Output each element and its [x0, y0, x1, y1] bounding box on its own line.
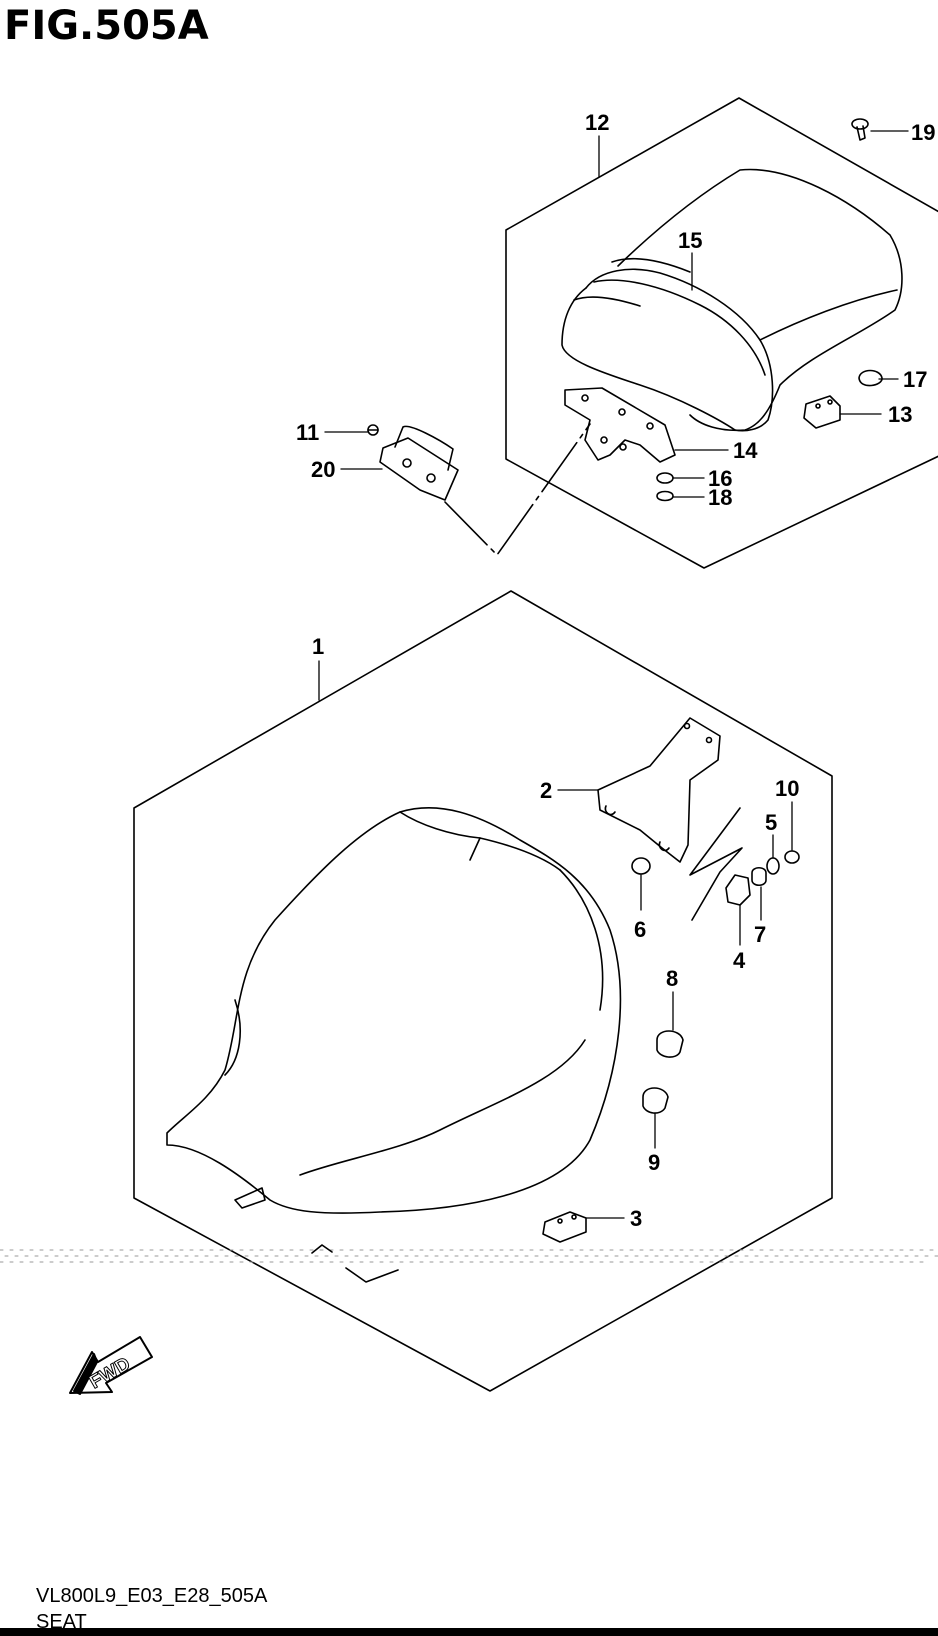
callout-10: 10 — [775, 776, 799, 801]
pillion-group-outline — [505, 97, 938, 569]
callout-15: 15 — [678, 228, 702, 253]
callout-16: 16 — [708, 466, 732, 491]
callout-17: 17 — [903, 367, 927, 392]
callout-8: 8 — [666, 966, 678, 991]
callout-2: 2 — [540, 778, 552, 803]
fwd-arrow — [69, 1336, 153, 1395]
diagram-code: VL800L9_E03_E28_505A — [36, 1585, 268, 1607]
cushion-8-drawing — [656, 1030, 684, 1058]
callout-12: 12 — [585, 110, 609, 135]
handle-20-drawing — [367, 424, 459, 501]
washer-6-drawing — [631, 857, 651, 875]
rubber-13-drawing — [803, 395, 841, 429]
callout-1: 1 — [312, 634, 324, 659]
part-4-drawing — [725, 874, 751, 906]
front-seat-drawing — [166, 806, 622, 1214]
callout-9: 9 — [648, 1150, 660, 1175]
assembly-link-line — [444, 423, 591, 556]
callout-19: 19 — [911, 120, 935, 145]
nut-10-drawing — [784, 850, 800, 864]
callout-4: 4 — [733, 948, 746, 973]
callout-7: 7 — [754, 922, 766, 947]
assembly-zigzag-line — [689, 807, 743, 921]
screw-19-drawing — [851, 118, 869, 141]
washer-5-drawing — [766, 857, 780, 875]
washer-16-drawing — [656, 472, 674, 484]
cushion-17-drawing — [858, 369, 883, 387]
diagram-name: SEAT — [36, 1611, 87, 1633]
part-7-drawing — [751, 866, 767, 887]
figure-title: FIG.505A — [4, 3, 209, 49]
leader-lines — [318, 130, 909, 1219]
callout-6: 6 — [634, 917, 646, 942]
fragment-drawing — [311, 1244, 399, 1283]
callout-5: 5 — [765, 810, 777, 835]
callout-3: 3 — [630, 1206, 642, 1231]
callout-13: 13 — [888, 402, 912, 427]
rubber-3-drawing — [542, 1211, 587, 1243]
callout-20: 20 — [311, 457, 335, 482]
callout-11: 11 — [296, 420, 319, 445]
bracket-14-drawing — [564, 387, 676, 463]
bottom-border — [0, 1628, 938, 1636]
callout-18: 18 — [708, 485, 732, 510]
scan-noise-band — [0, 1249, 938, 1263]
cushion-9-drawing — [642, 1087, 669, 1114]
callout-14: 14 — [733, 438, 758, 463]
bracket-2-drawing — [597, 717, 721, 863]
pillion-seat-drawing — [561, 168, 903, 432]
nut-18-drawing — [656, 490, 674, 502]
front-seat-group-outline — [133, 590, 833, 1392]
